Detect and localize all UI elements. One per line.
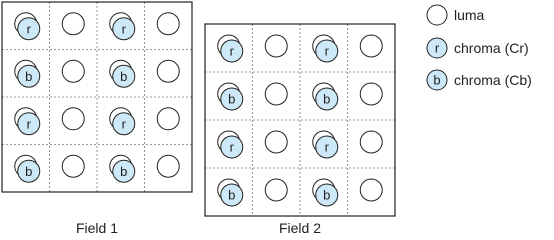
luma-sample — [61, 154, 85, 178]
chroma-cb-sample — [315, 183, 339, 207]
chroma-cr-sample — [112, 112, 136, 136]
luma-sample — [156, 12, 180, 36]
luma-sample — [359, 34, 383, 58]
chroma-cr-sample — [112, 17, 136, 41]
chroma-cr-sample — [17, 112, 41, 136]
legend-cb-swatch — [426, 69, 448, 91]
chroma-cr-sample — [315, 39, 339, 63]
luma-sample — [156, 59, 180, 83]
luma-sample — [264, 178, 288, 202]
chroma-cb-sample — [112, 159, 136, 183]
luma-sample — [156, 107, 180, 131]
field-1-caption: Field 1 — [76, 220, 118, 236]
chroma-cb-glyph: b — [25, 164, 32, 179]
chroma-cr-glyph: r — [122, 116, 127, 131]
legend-label: chroma (Cb) — [454, 72, 532, 88]
chroma-cb-glyph: b — [228, 92, 235, 107]
chroma-cb-glyph: b — [120, 69, 127, 84]
chroma-cb-sample — [17, 64, 41, 88]
field-border — [1, 1, 193, 193]
legend-glyph: b — [433, 73, 440, 88]
field-2-grid: r r b b r r b b — [204, 23, 396, 217]
chroma-cr-glyph: r — [27, 116, 32, 131]
field-1-grid: r r b b r r b b — [1, 1, 193, 193]
chroma-cr-glyph: r — [230, 140, 235, 155]
luma-sample — [61, 59, 85, 83]
luma-sample — [156, 154, 180, 178]
chroma-cr-sample — [17, 17, 41, 41]
legend-cr-swatch — [426, 37, 448, 59]
legend-glyph: r — [435, 41, 440, 56]
luma-sample — [264, 34, 288, 58]
chroma-cb-glyph: b — [228, 188, 235, 203]
chroma-cb-glyph: b — [323, 188, 330, 203]
legend-label: luma — [454, 7, 485, 23]
chroma-cb-sample — [315, 87, 339, 111]
luma-sample — [359, 130, 383, 154]
luma-sample — [264, 130, 288, 154]
legend-label: chroma (Cr) — [454, 40, 529, 56]
chroma-cb-glyph: b — [25, 69, 32, 84]
luma-sample — [359, 178, 383, 202]
chroma-cb-sample — [220, 87, 244, 111]
luma-sample — [264, 82, 288, 106]
luma-sample — [61, 12, 85, 36]
chroma-cb-sample — [220, 183, 244, 207]
chroma-cb-glyph: b — [120, 164, 127, 179]
chroma-cr-glyph: r — [122, 21, 127, 36]
chroma-cr-sample — [220, 39, 244, 63]
luma-sample — [359, 82, 383, 106]
chroma-cr-glyph: r — [325, 140, 330, 155]
legend: luma r chroma (Cr) b chroma (Cb) — [426, 4, 532, 91]
chroma-cr-glyph: r — [27, 21, 32, 36]
chroma-cr-glyph: r — [325, 44, 330, 59]
field-border — [204, 23, 396, 217]
chroma-cb-glyph: b — [323, 92, 330, 107]
chroma-cr-sample — [315, 135, 339, 159]
chroma-cb-sample — [112, 64, 136, 88]
field-2-caption: Field 2 — [279, 220, 321, 236]
chroma-cr-sample — [220, 135, 244, 159]
chroma-cr-glyph: r — [230, 44, 235, 59]
luma-sample — [61, 107, 85, 131]
chroma-cb-sample — [17, 159, 41, 183]
legend-luma-swatch — [426, 4, 448, 26]
